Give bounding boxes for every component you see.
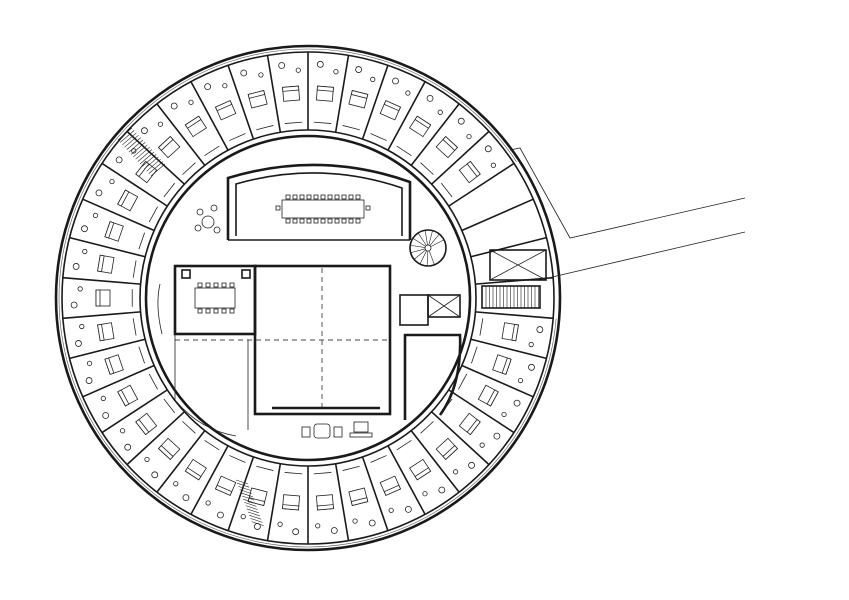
conference-room	[226, 163, 412, 241]
lounge	[194, 204, 373, 439]
spiral-stair	[409, 229, 447, 267]
guest-room	[396, 430, 462, 518]
guest-room	[470, 236, 547, 258]
guest-room	[470, 338, 550, 399]
guest-room	[440, 389, 517, 467]
guest-room	[227, 463, 282, 544]
guest-room	[431, 129, 517, 198]
guest-room	[154, 78, 220, 166]
guest-room	[59, 236, 141, 285]
guest-room	[458, 364, 537, 435]
divisible-hall	[174, 264, 392, 437]
guest-room	[334, 52, 389, 133]
meeting-room	[157, 264, 257, 336]
guest-room	[475, 276, 554, 285]
guest-room	[154, 440, 229, 518]
stairs-east	[481, 285, 541, 309]
stairs-northwest	[117, 127, 166, 177]
lift-core	[399, 294, 462, 420]
guest-room	[99, 398, 185, 467]
guest-room	[475, 311, 557, 360]
guest-room	[66, 346, 155, 399]
guest-room	[448, 162, 515, 207]
guest-room	[124, 421, 206, 495]
guest-rooms	[58, 48, 557, 548]
guest-room	[410, 101, 492, 175]
guest-room	[387, 78, 462, 156]
guest-room	[189, 62, 246, 151]
guest-room	[266, 466, 309, 548]
guest-room	[79, 161, 158, 232]
guest-room	[266, 48, 309, 133]
guest-room	[59, 318, 146, 360]
entrance-bridge	[489, 147, 746, 281]
guest-room	[307, 48, 350, 130]
guest-room	[461, 198, 534, 232]
guest-room	[66, 197, 146, 258]
guest-room	[361, 62, 427, 141]
guest-room	[79, 373, 168, 435]
guest-room	[227, 52, 274, 140]
guest-room	[342, 456, 389, 544]
guest-room	[420, 411, 492, 495]
guest-room	[307, 463, 350, 548]
guest-room	[58, 277, 141, 320]
stairs-southwest	[235, 479, 264, 526]
guest-room	[370, 445, 427, 534]
conference-chairs	[275, 194, 371, 224]
guest-room	[124, 101, 196, 185]
guest-room	[189, 455, 255, 534]
